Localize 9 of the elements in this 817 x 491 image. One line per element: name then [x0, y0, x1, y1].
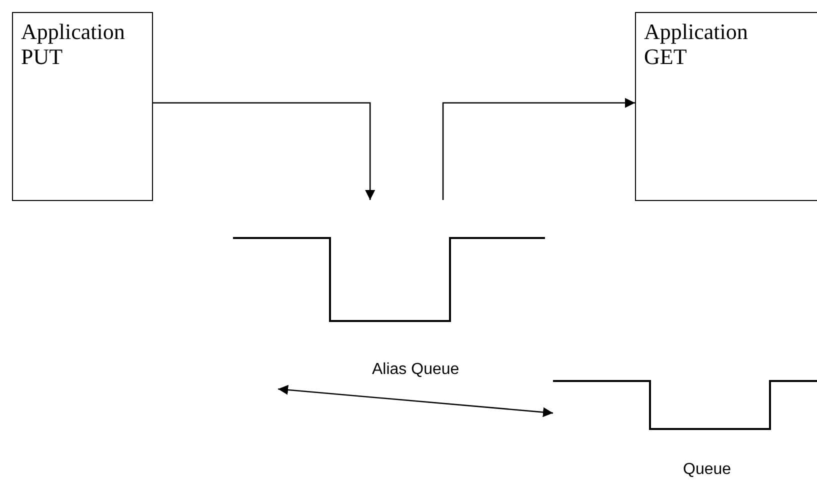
application-box — [635, 12, 817, 201]
arrow — [442, 98, 635, 200]
node-label: Application PUT — [21, 19, 126, 69]
node-label: Alias Queue — [372, 361, 460, 378]
application-box — [12, 12, 153, 201]
arrow — [278, 384, 554, 418]
node-label: Application GET — [644, 19, 749, 69]
arrow — [153, 102, 376, 200]
node-label: Queue — [683, 461, 732, 478]
